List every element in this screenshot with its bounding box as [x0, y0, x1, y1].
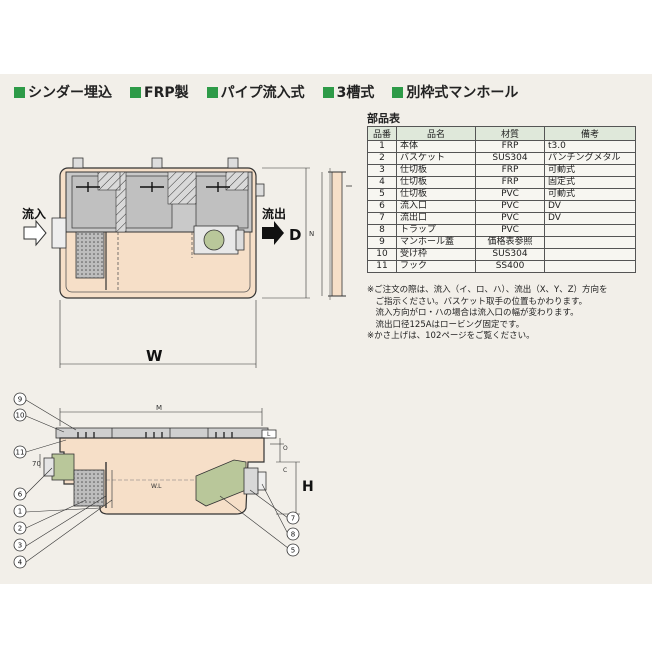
table-cell: 価格表参照 — [475, 236, 545, 249]
table-cell: DV — [544, 200, 636, 213]
inflow-label: 流入 — [22, 206, 46, 221]
section-view — [13, 392, 300, 569]
dimension-l-label: L — [267, 431, 271, 438]
table-cell: 仕切板 — [396, 176, 476, 189]
table-cell: DV — [544, 212, 636, 225]
callout-number: 10 — [16, 412, 25, 420]
table-cell: 7 — [367, 212, 397, 225]
dimension-h-label: H — [302, 479, 314, 495]
feature-item: 3槽式 — [322, 82, 374, 102]
table-cell: PVC — [475, 224, 545, 237]
parts-table-header: 品番 品名 材質 備考 — [367, 126, 636, 141]
table-cell: 本体 — [396, 140, 476, 153]
note-line: ※ご注文の際は、流入（イ、ロ、ハ）、流出（X、Y、Z）方向を — [367, 285, 608, 295]
outflow-arrow-icon — [262, 221, 284, 245]
callout-number: 7 — [291, 515, 295, 523]
note-line: 流入方向がロ・ハの場合は流入口の幅が変わります。 — [367, 308, 579, 318]
green-square-icon — [206, 86, 218, 98]
basket-plan — [75, 231, 105, 279]
inflow-arrow-icon — [23, 219, 47, 247]
table-cell — [544, 248, 636, 261]
dimension-c-label: C — [283, 467, 287, 474]
side-elevation — [331, 171, 343, 297]
water-level-label: W.L — [151, 483, 162, 490]
callout-number: 2 — [18, 525, 22, 533]
note-line: 流出口径125Aはロービング固定です。 — [367, 319, 525, 330]
dimension-n-label: N — [309, 230, 314, 238]
parts-table-title: 部品表 — [367, 112, 400, 125]
feature-item: シンダー埋込 — [14, 82, 112, 102]
table-cell: バスケット — [396, 152, 476, 165]
feature-header: シンダー埋込 FRP製 パイプ流入式 3槽式 別枠式マンホール — [14, 82, 536, 102]
table-cell: 仕切板 — [396, 188, 476, 201]
dimension-70-label: 70 — [32, 460, 41, 468]
table-cell: 4 — [367, 176, 397, 189]
table-cell — [544, 260, 636, 273]
table-cell: 10 — [367, 248, 397, 261]
callout-number: 1 — [18, 508, 22, 516]
dimension-w-label: W — [146, 347, 163, 365]
outflow-label: 流出 — [262, 206, 286, 221]
header-cell: 品番 — [367, 126, 397, 141]
callout-number: 3 — [18, 542, 22, 550]
dimension-m-label: M — [156, 404, 162, 412]
green-square-icon — [130, 86, 141, 98]
inlet-pipe — [51, 453, 75, 481]
feature-item: FRP製 — [130, 82, 189, 102]
table-cell: SUS304 — [475, 152, 545, 165]
table-cell: 8 — [367, 224, 397, 237]
table-cell: SUS304 — [475, 248, 545, 261]
table-cell: FRP — [475, 164, 545, 177]
table-cell: FRP — [475, 176, 545, 189]
note-line: ※かさ上げは、102ページをご覧ください。 — [367, 331, 535, 341]
table-cell: PVC — [475, 188, 545, 201]
table-cell: フック — [396, 260, 476, 273]
green-square-icon — [14, 86, 25, 98]
dimension-o-label: O — [283, 445, 288, 452]
table-cell: PVC — [475, 212, 545, 225]
table-cell: 可動式 — [544, 188, 636, 201]
header-cell: 材質 — [475, 126, 545, 141]
table-cell — [544, 236, 636, 249]
callout-number: 8 — [291, 531, 295, 539]
callout-number: 4 — [18, 559, 23, 567]
green-square-icon — [322, 86, 334, 98]
callout-number: 5 — [291, 547, 295, 555]
callout-number: 6 — [18, 491, 23, 499]
note-line: ご指示ください。バスケット取手の位置もかわります。 — [367, 296, 588, 307]
table-cell: 11 — [367, 260, 397, 273]
order-notes: ※ご注文の際は、流入（イ、ロ、ハ）、流出（X、Y、Z）方向を ご指示ください。バ… — [367, 285, 647, 343]
table-cell: 仕切板 — [396, 164, 476, 177]
callout-number: 9 — [18, 396, 22, 404]
table-cell: 2 — [367, 152, 397, 165]
plan-view — [23, 157, 352, 368]
green-square-icon — [392, 86, 404, 98]
feature-item: 別枠式マンホール — [392, 82, 518, 102]
basket-section — [73, 469, 105, 507]
feature-item: パイプ流入式 — [206, 82, 305, 102]
header-cell: 品名 — [396, 126, 476, 141]
outlet-pipe — [243, 467, 259, 495]
callout-number: 11 — [16, 449, 25, 457]
dimension-d-label: D — [289, 226, 301, 244]
